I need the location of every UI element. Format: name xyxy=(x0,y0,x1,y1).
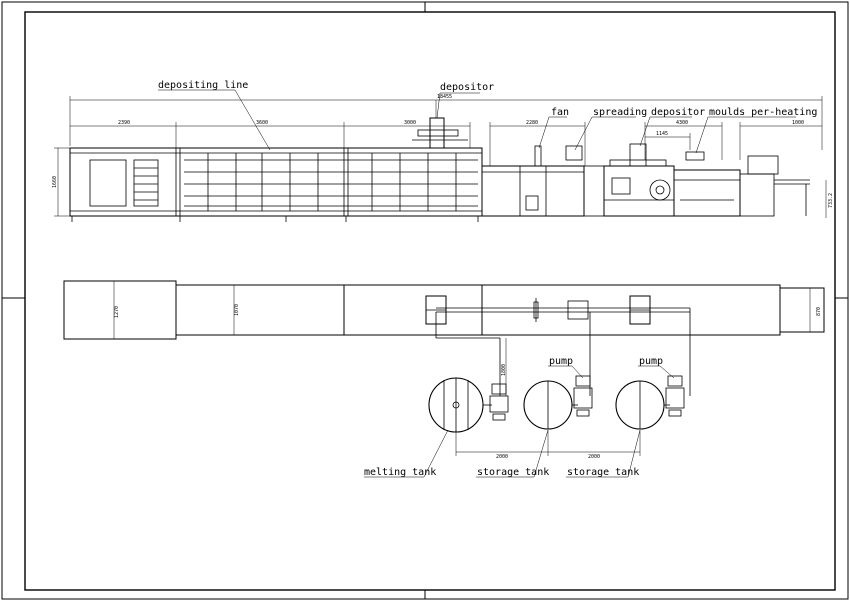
melting-tank xyxy=(428,377,492,433)
storage-tank-label-2: storage tank xyxy=(567,467,639,478)
melting-tank-label: melting tank xyxy=(364,467,436,478)
depositor-top-label: depositor xyxy=(440,82,494,93)
tank-leaders xyxy=(364,365,675,478)
depositor-unit-top xyxy=(412,117,468,149)
width-1270-dim: 1270 xyxy=(114,306,120,318)
conveyor-height-dim: 733.2 xyxy=(828,193,834,208)
dim-4300: 4300 xyxy=(676,120,688,126)
pipe-1800-dim: 1800 xyxy=(501,364,507,376)
plan-dimensions xyxy=(113,281,811,456)
pump-unit-1 xyxy=(489,383,509,421)
overall-length-dim: 18455 xyxy=(437,94,452,100)
pump-unit-2 xyxy=(573,375,593,417)
dim-3000: 3000 xyxy=(404,120,416,126)
dim-3600: 3600 xyxy=(256,120,268,126)
pump-label-2: pump xyxy=(639,356,663,367)
cooling-tunnel xyxy=(69,147,483,222)
depositor-label: depositor xyxy=(651,107,705,118)
dim-1000: 1000 xyxy=(792,120,804,126)
plan-view xyxy=(63,280,825,396)
side-elevation xyxy=(54,96,827,222)
storage-tank-2 xyxy=(615,380,670,430)
height-dim: 1660 xyxy=(52,176,58,188)
pump-unit-3 xyxy=(665,375,685,417)
spreading-label: spreading xyxy=(593,107,647,118)
storage-tank-label-1: storage tank xyxy=(477,467,549,478)
tank-spacing-1-dim: 2000 xyxy=(496,454,508,460)
width-870-dim: 870 xyxy=(816,307,822,316)
pump-label-1: pump xyxy=(549,356,573,367)
overall-dimension xyxy=(69,96,823,150)
storage-tank-1 xyxy=(523,380,578,430)
dim-2280: 2280 xyxy=(526,120,538,126)
dim-2390: 2390 xyxy=(118,120,130,126)
depositor-section xyxy=(603,143,675,217)
segment-dimensions xyxy=(54,122,827,218)
tank-spacing-2-dim: 2000 xyxy=(588,454,600,460)
depositing-line-label: depositing line xyxy=(158,80,248,91)
moulds-preheating-label: moulds per-heating xyxy=(709,107,817,118)
spreading-section xyxy=(481,145,605,217)
side-labels xyxy=(158,89,796,154)
width-1070-dim: 1070 xyxy=(234,304,240,316)
fan-label: fan xyxy=(551,107,569,118)
moulds-preheating-section xyxy=(673,151,810,217)
dim-1145: 1145 xyxy=(656,131,668,137)
